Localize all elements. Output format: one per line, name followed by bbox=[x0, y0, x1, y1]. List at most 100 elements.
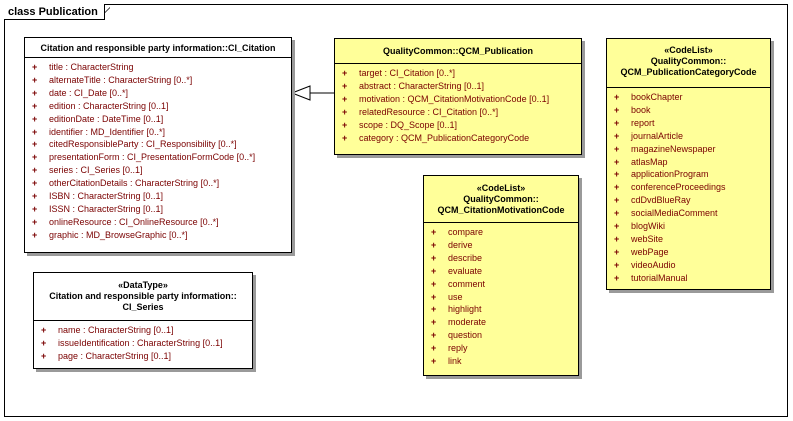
attribute-text: reply bbox=[448, 343, 468, 354]
visibility-marker: + bbox=[614, 195, 620, 206]
attribute-text: page : CharacterString [0..1] bbox=[58, 350, 172, 361]
class-qcm-publication-category-code[interactable]: «CodeList»QualityCommon::QCM_Publication… bbox=[606, 38, 771, 290]
attribute-text: otherCitationDetails : CharacterString [… bbox=[49, 178, 220, 189]
attribute-text: ISBN : CharacterString [0..1] bbox=[49, 191, 164, 202]
visibility-marker: + bbox=[431, 291, 437, 302]
attribute-row: +compare bbox=[424, 226, 578, 239]
attribute-text: motivation : QCM_CitationMotivationCode … bbox=[359, 93, 550, 104]
attribute-row: +applicationProgram bbox=[607, 168, 770, 181]
visibility-marker: + bbox=[342, 80, 348, 91]
attribute-text: target : CI_Citation [0..*] bbox=[359, 68, 456, 78]
class-header: «CodeList»QualityCommon::QCM_CitationMot… bbox=[424, 176, 578, 223]
visibility-marker: + bbox=[32, 152, 38, 163]
visibility-marker: + bbox=[32, 203, 38, 214]
visibility-marker: + bbox=[32, 113, 38, 124]
class-qcm-publication[interactable]: QualityCommon::QCM_Publication +target :… bbox=[334, 38, 582, 155]
class-ci-citation[interactable]: Citation and responsible party informati… bbox=[24, 37, 292, 253]
generalization-arrowhead bbox=[290, 85, 311, 101]
visibility-marker: + bbox=[342, 106, 348, 117]
attribute-row: +webSite bbox=[607, 233, 770, 246]
attribute-row: + use bbox=[424, 291, 578, 304]
visibility-marker: + bbox=[32, 191, 38, 202]
attribute-row: +editionDate : DateTime [0..1] bbox=[25, 113, 291, 126]
attribute-text: identifier : MD_Identifier [0..*] bbox=[49, 126, 166, 137]
attribute-row: +moderate bbox=[424, 316, 578, 329]
frame-label: class Publication bbox=[4, 4, 105, 20]
attribute-text: journalArticle bbox=[631, 130, 684, 141]
visibility-marker: + bbox=[32, 229, 38, 240]
attribute-row: + alternateTitle : CharacterString [0..*] bbox=[25, 74, 291, 87]
visibility-marker: + bbox=[41, 337, 47, 348]
attribute-row: +page : CharacterString [0..1] bbox=[34, 350, 252, 363]
attribute-row: +edition : CharacterString [0..1] bbox=[25, 100, 291, 113]
visibility-marker: + bbox=[32, 74, 38, 85]
attribute-text: graphic : MD_BrowseGraphic [0..*] bbox=[49, 229, 188, 240]
attribute-row: +bookChapter bbox=[607, 91, 770, 104]
class-ci-series[interactable]: «DataType»Citation and responsible party… bbox=[33, 272, 253, 369]
attribute-text: magazineNewspaper bbox=[631, 143, 716, 154]
attribute-row: +videoAudio bbox=[607, 259, 770, 272]
attribute-row: +book bbox=[607, 104, 770, 117]
attribute-text: use bbox=[448, 291, 463, 302]
attribute-row: + graphic : MD_BrowseGraphic [0..*] bbox=[25, 229, 291, 242]
visibility-marker: + bbox=[32, 216, 38, 227]
visibility-marker: + bbox=[342, 132, 348, 143]
visibility-marker: + bbox=[32, 87, 38, 98]
attribute-row: + magazineNewspaper bbox=[607, 143, 770, 156]
class-qcm-citation-motivation-code[interactable]: «CodeList»QualityCommon::QCM_CitationMot… bbox=[423, 175, 579, 376]
attribute-text: book bbox=[631, 104, 651, 115]
attribute-row: + abstract : CharacterString [0..1] bbox=[335, 80, 581, 93]
attribute-text: describe bbox=[448, 252, 483, 263]
attribute-text: name : CharacterString [0..1] bbox=[58, 325, 174, 335]
class-name-line: Citation and responsible party informati… bbox=[49, 291, 237, 301]
class-attributes: +title : CharacterString+alternateTitle … bbox=[25, 58, 291, 242]
attribute-text: applicationProgram bbox=[631, 169, 709, 180]
visibility-marker: + bbox=[431, 278, 437, 289]
attribute-row: + motivation : QCM_CitationMotivationCode… bbox=[335, 93, 581, 106]
attribute-row: +relatedResource : CI_Citation [0..*] bbox=[335, 106, 581, 119]
visibility-marker: + bbox=[431, 227, 437, 237]
attribute-text: webSite bbox=[631, 233, 664, 244]
attribute-text: videoAudio bbox=[631, 259, 676, 270]
attribute-row: +issueIdentification : CharacterString [… bbox=[34, 337, 252, 350]
class-name-line: CI_Series bbox=[122, 302, 164, 312]
attribute-row: +title : CharacterString bbox=[25, 61, 291, 74]
class-attributes: + name : CharacterString [0..1] +issueIden… bbox=[34, 321, 252, 363]
attribute-row: + describe bbox=[424, 252, 578, 265]
attribute-text: highlight bbox=[448, 304, 482, 315]
class-name-line: QCM_PublicationCategoryCode bbox=[620, 67, 757, 77]
attribute-text: moderate bbox=[448, 317, 487, 328]
attribute-row: +ISSN : CharacterString [0..1] bbox=[25, 203, 291, 216]
visibility-marker: + bbox=[614, 182, 620, 193]
attribute-text: scope : DQ_Scope [0..1] bbox=[359, 119, 458, 130]
attribute-row: + ISBN : CharacterString [0..1] bbox=[25, 190, 291, 203]
attribute-row: +citedResponsibleParty : CI_Responsibili… bbox=[25, 138, 291, 151]
attribute-text: date : CI_Date [0..*] bbox=[49, 87, 129, 98]
visibility-marker: + bbox=[614, 246, 620, 257]
attribute-row: +link bbox=[424, 355, 578, 368]
visibility-marker: + bbox=[614, 221, 620, 232]
attribute-text: title : CharacterString bbox=[49, 62, 134, 72]
class-name-line: QualityCommon:: bbox=[463, 194, 539, 204]
visibility-marker: + bbox=[614, 143, 620, 154]
visibility-marker: + bbox=[342, 93, 348, 104]
visibility-marker: + bbox=[32, 165, 38, 176]
visibility-marker: + bbox=[614, 272, 620, 283]
visibility-marker: + bbox=[431, 356, 437, 367]
visibility-marker: + bbox=[431, 252, 437, 263]
attribute-row: +tutorialManual bbox=[607, 272, 770, 285]
class-name-line: «CodeList» bbox=[664, 45, 713, 55]
attribute-row: + name : CharacterString [0..1] bbox=[34, 324, 252, 337]
attribute-text: alternateTitle : CharacterString [0..*] bbox=[49, 74, 193, 85]
attribute-text: webPage bbox=[631, 246, 669, 257]
visibility-marker: + bbox=[431, 343, 437, 354]
visibility-marker: + bbox=[41, 325, 47, 335]
attribute-row: +derive bbox=[424, 239, 578, 252]
attribute-text: comment bbox=[448, 278, 486, 289]
visibility-marker: + bbox=[431, 239, 437, 250]
attribute-row: +target : CI_Citation [0..*] bbox=[335, 67, 581, 80]
attribute-text: abstract : CharacterString [0..1] bbox=[359, 80, 485, 91]
attribute-text: citedResponsibleParty : CI_Responsibilit… bbox=[49, 139, 237, 150]
class-name-line: QualityCommon::QCM_Publication bbox=[382, 46, 533, 56]
